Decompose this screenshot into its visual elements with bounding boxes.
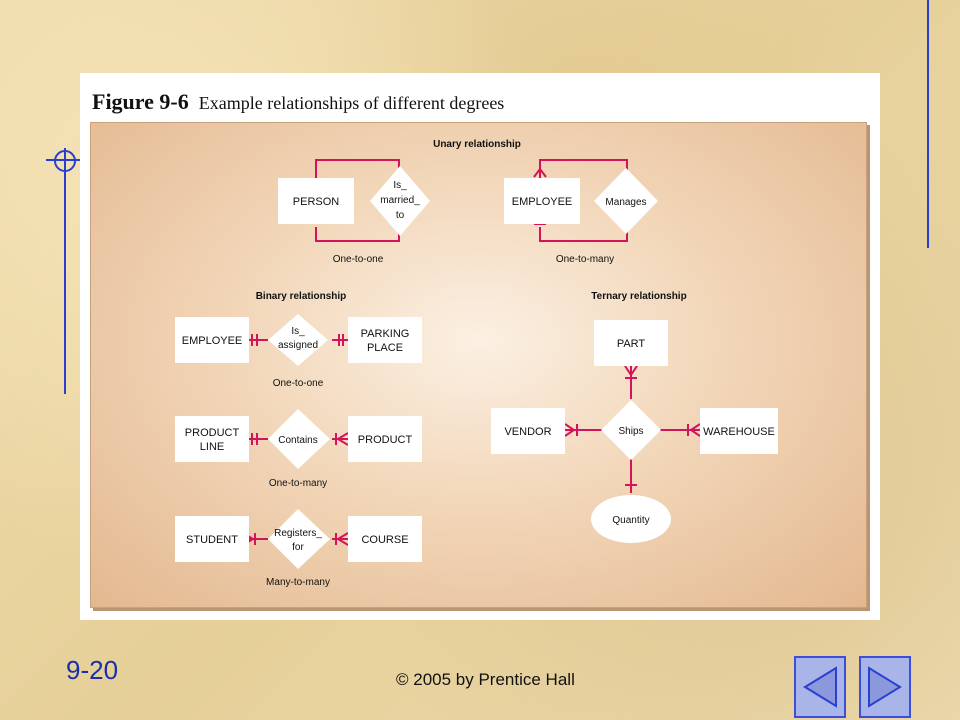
entity-product-line-label-2: LINE [200,441,224,453]
left-rule-ring [54,150,76,172]
next-arrow-icon [868,666,902,708]
rel-is-married-to [370,166,430,236]
entity-product [348,416,422,462]
heading-binary: Binary relationship [256,291,347,302]
previous-arrow-icon [803,666,837,708]
entities: PERSON EMPLOYEE EMPLOYEE PARKING PLACE P… [175,178,778,562]
entity-employee-label: EMPLOYEE [182,335,243,347]
rel-manages-label: Manages [605,197,646,208]
entity-product-line-label-1: PRODUCT [185,427,240,439]
card-unary-1-n: One-to-many [556,254,614,265]
next-slide-button[interactable] [859,656,911,718]
cardinality-labels: One-to-one One-to-many One-to-one One-to… [266,254,614,588]
entity-product-line [175,416,249,462]
previous-slide-button[interactable] [794,656,846,718]
entity-part [594,320,668,366]
entity-warehouse-label: WAREHOUSE [703,426,775,438]
entity-person-label: PERSON [293,196,340,208]
rel-is-assigned [268,314,328,366]
rel-registers-for-line-2: for [292,542,304,553]
figure-title: Figure 9-6 Example relationships of diffe… [92,89,504,115]
rel-is-married-to-line-2: married_ [380,195,420,206]
heading-unary: Unary relationship [433,139,521,150]
entity-course [348,516,422,562]
er-diagram: PERSON EMPLOYEE EMPLOYEE PARKING PLACE P… [175,139,778,588]
heading-ternary: Ternary relationship [591,291,686,302]
entity-student [175,516,249,562]
relationships: Is_ married_ to Manages Is_ assigned Con… [268,166,671,569]
attr-quantity [591,495,671,543]
entity-part-label: PART [617,338,646,350]
attr-quantity-label: Quantity [612,515,649,526]
figure-panel: Figure 9-6 Example relationships of diffe… [80,73,880,620]
rel-contains [268,409,330,469]
card-binary-1-1: One-to-one [273,378,324,389]
entity-parking-label-2: PLACE [367,342,403,354]
entity-vendor-label: VENDOR [504,426,551,438]
rel-ships [601,400,661,460]
rel-registers-for [268,509,330,569]
entity-employee-unary-label: EMPLOYEE [512,196,573,208]
entity-parking-place [348,317,422,363]
card-unary-1-1: One-to-one [333,254,384,265]
entity-warehouse [700,408,778,454]
entity-employee-unary [504,178,580,224]
rel-contains-label: Contains [278,435,317,446]
entity-employee [175,317,249,363]
entity-product-label: PRODUCT [358,434,413,446]
entity-parking-label-1: PARKING [361,328,410,340]
rel-is-assigned-line-2: assigned [278,340,318,351]
rel-registers-for-line-1: Registers_ [274,528,322,539]
rel-ships-label: Ships [618,426,643,437]
section-headings: Unary relationship Binary relationship T… [256,139,687,302]
rel-manages [594,168,658,234]
left-vertical-rule [64,148,66,394]
rel-is-married-to-line-1: Is_ [393,180,407,191]
rel-is-married-to-line-3: to [396,210,405,221]
card-binary-m-n: Many-to-many [266,577,330,588]
right-vertical-rule [927,0,929,248]
rel-is-assigned-line-1: Is_ [291,326,305,337]
entity-person [278,178,354,224]
figure-caption: Example relationships of different degre… [198,93,505,113]
figure-number: Figure 9-6 [92,89,189,114]
entity-student-label: STUDENT [186,534,238,546]
slide-number: 9-20 [66,655,119,685]
entity-vendor [491,408,565,454]
entity-course-label: COURSE [361,534,408,546]
copyright-notice: © 2005 by Prentice Hall [396,670,575,689]
card-binary-1-n: One-to-many [269,478,327,489]
